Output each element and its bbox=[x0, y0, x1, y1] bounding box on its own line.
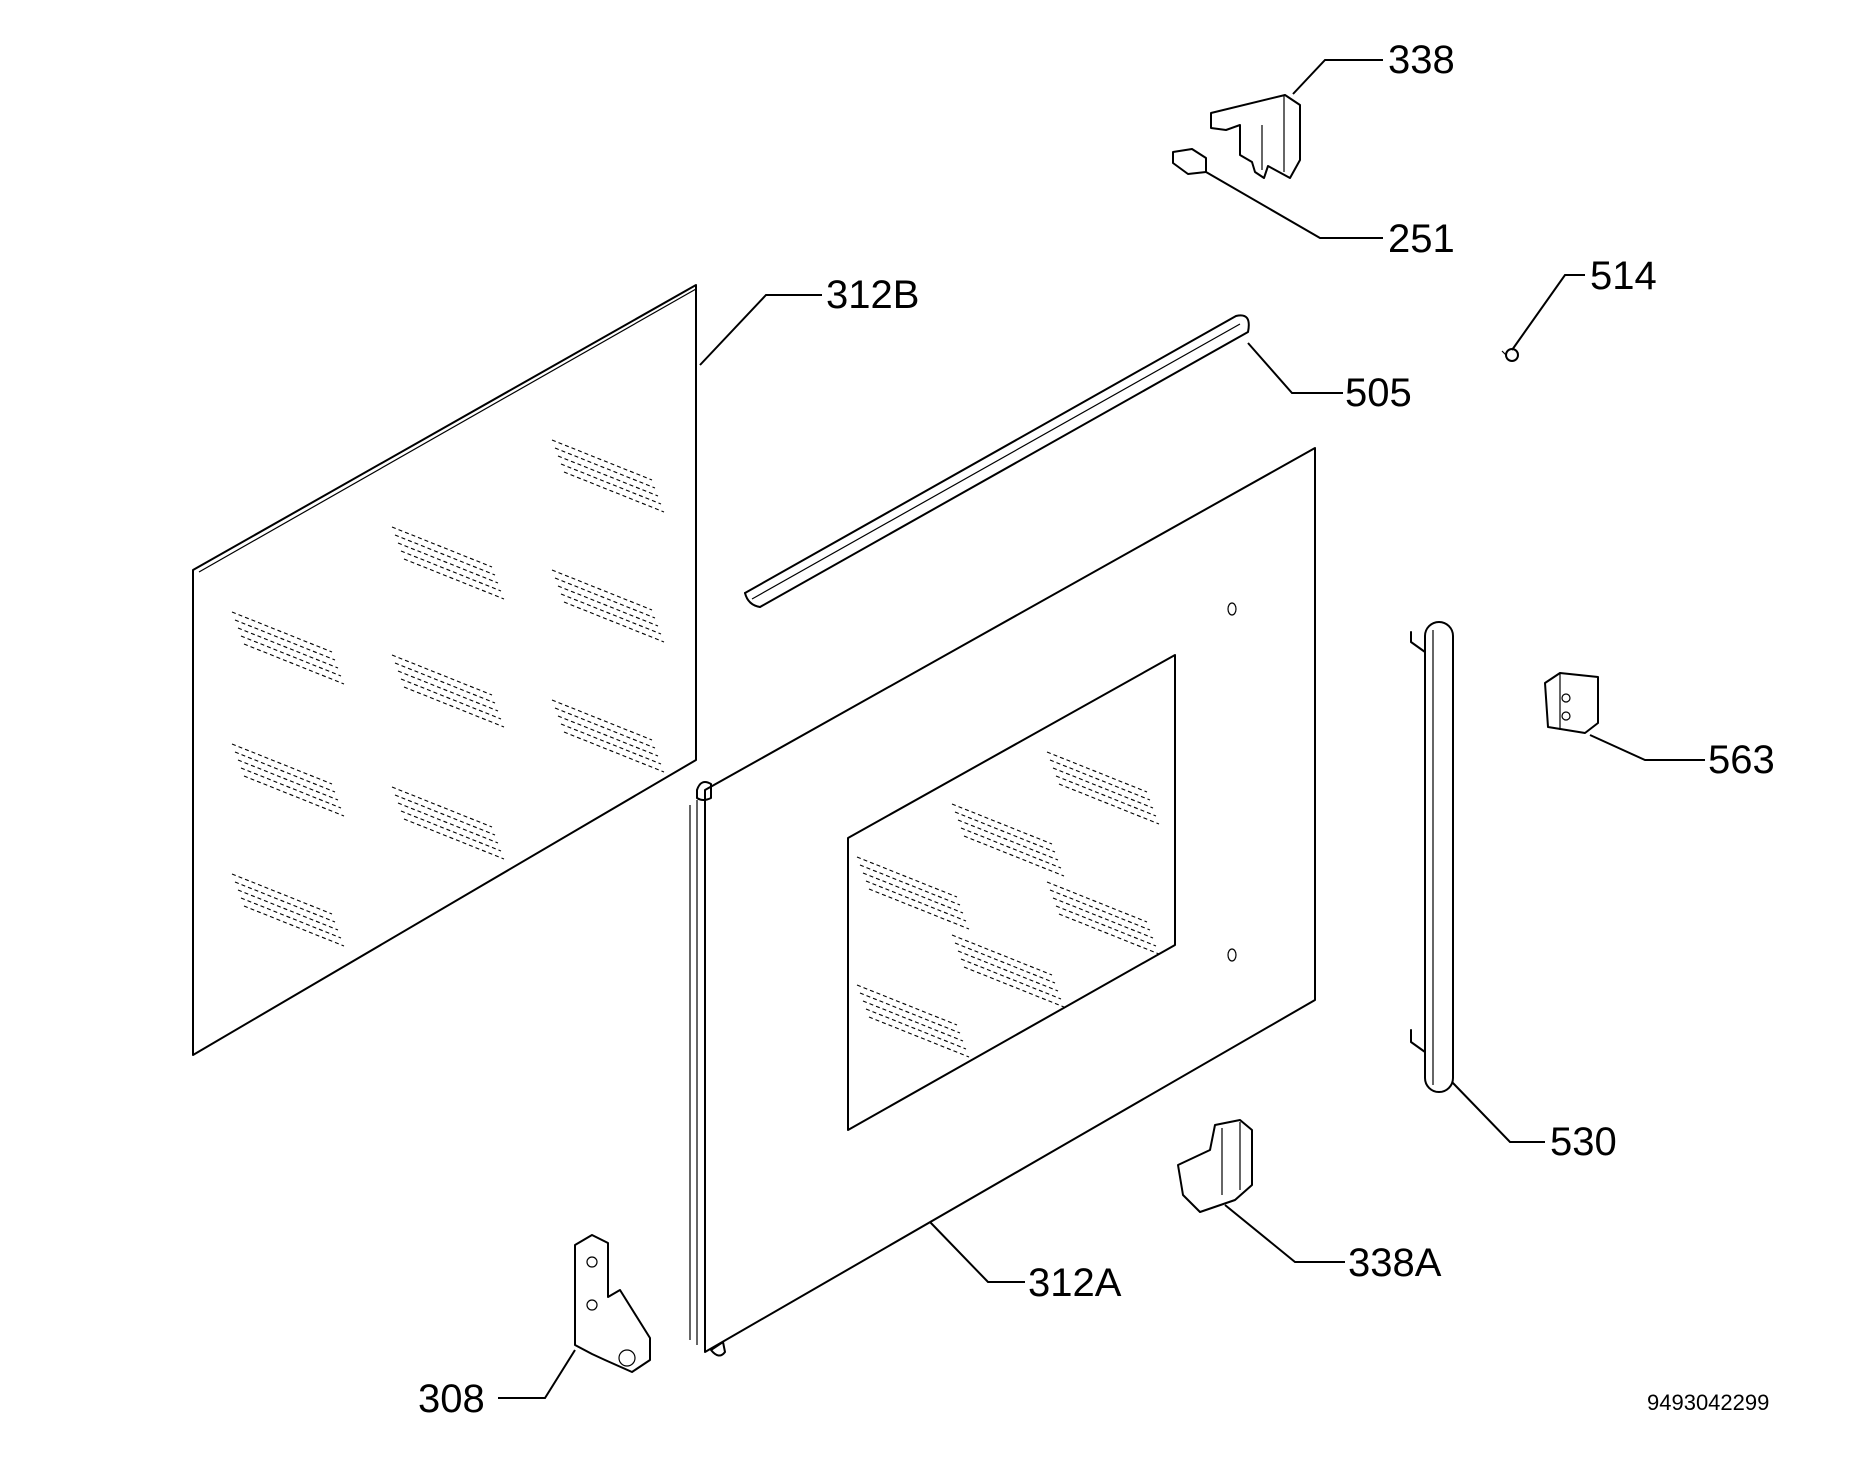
label-514: 514 bbox=[1590, 254, 1657, 298]
label-308: 308 bbox=[418, 1377, 485, 1421]
hinge-bracket-308 bbox=[574, 1234, 651, 1373]
inner-glass-panel-312B bbox=[192, 284, 697, 1056]
label-338A: 338A bbox=[1348, 1241, 1442, 1285]
label-505: 505 bbox=[1345, 371, 1412, 415]
label-312A: 312A bbox=[1028, 1261, 1122, 1305]
outer-glass-panel-312A bbox=[689, 447, 1316, 1357]
clip-338 bbox=[1210, 94, 1301, 179]
top-profile-505 bbox=[744, 314, 1250, 608]
connector-block-563 bbox=[1544, 672, 1599, 734]
screw-514 bbox=[1501, 348, 1519, 362]
label-530: 530 bbox=[1550, 1120, 1617, 1164]
clip-338A bbox=[1177, 1119, 1253, 1213]
glass-dot-pattern bbox=[231, 439, 665, 947]
label-563: 563 bbox=[1708, 738, 1775, 782]
leader-lines bbox=[498, 59, 1705, 1399]
window-dot-pattern bbox=[856, 751, 1160, 1058]
label-312B: 312B bbox=[826, 273, 919, 317]
handle-530 bbox=[1410, 621, 1454, 1093]
drawing-code: 9493042299 bbox=[1647, 1390, 1769, 1415]
small-part-251 bbox=[1172, 148, 1207, 175]
label-251: 251 bbox=[1388, 217, 1455, 261]
label-338: 338 bbox=[1388, 38, 1455, 82]
